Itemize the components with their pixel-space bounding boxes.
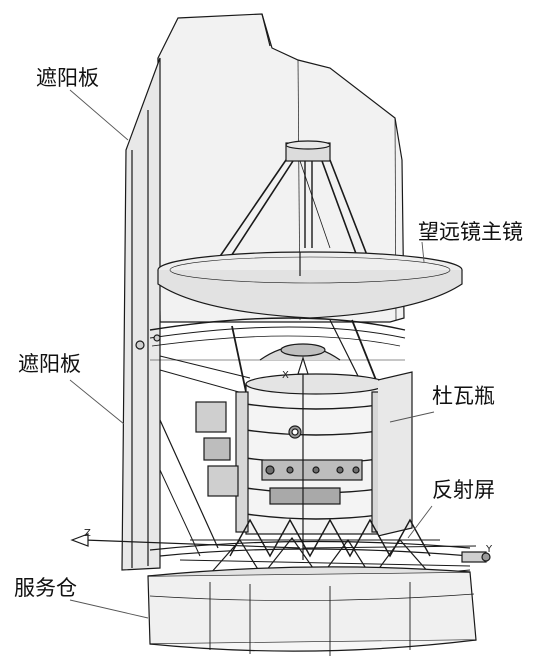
leader-sunshield-top: [69, 89, 129, 141]
mid-ring-structure: [135, 317, 406, 395]
leader-sunshield-mid: [69, 379, 125, 425]
leader-dewar: [389, 411, 435, 423]
dewar-cylinder: [195, 373, 403, 535]
reflective-screen: [149, 371, 491, 580]
mirror-support-struts: [211, 140, 373, 271]
axis-y-label: Y: [485, 544, 493, 555]
leader-mirror: [421, 241, 425, 263]
label-sunshield-top: 遮阳板: [36, 66, 99, 90]
label-service-module: 服务仓: [14, 576, 77, 600]
label-sunshield-mid: 遮阳板: [18, 352, 81, 376]
leader-lines: [69, 89, 435, 619]
axis-z-label: Z: [84, 528, 91, 539]
leader-reflective-screen: [407, 505, 433, 539]
label-dewar: 杜瓦瓶: [432, 384, 495, 408]
primary-mirror: [157, 251, 463, 319]
axis-x-label: X: [282, 370, 289, 381]
leader-service-module: [69, 599, 149, 619]
service-module: [147, 566, 477, 656]
coordinate-axes: [70, 355, 477, 560]
label-telescope-primary-mirror: 望远镜主镜: [418, 220, 523, 244]
label-reflective-screen: 反射屏: [432, 478, 495, 502]
